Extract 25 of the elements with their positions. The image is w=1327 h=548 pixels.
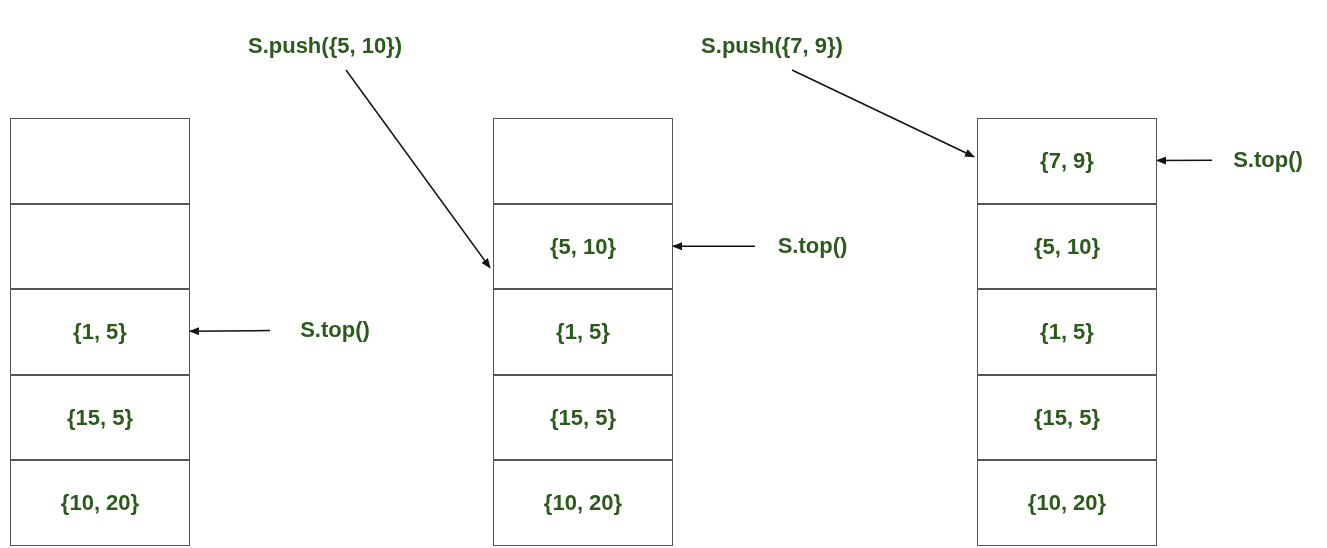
code-label: S.top() xyxy=(1212,138,1324,182)
stack-cell: {5, 10} xyxy=(493,204,673,289)
code-label: S.push({5, 10}) xyxy=(220,22,430,70)
code-label: S.top() xyxy=(270,308,400,352)
stack-cell: {1, 5} xyxy=(493,289,673,375)
stack-cell: {10, 20} xyxy=(977,460,1157,546)
stack-cell: {7, 9} xyxy=(977,118,1157,204)
empty-stack-cell xyxy=(10,118,190,204)
arrow xyxy=(791,69,975,158)
arrow xyxy=(345,69,491,269)
stack-cell: {10, 20} xyxy=(493,460,673,546)
empty-stack-cell xyxy=(493,118,673,204)
stack-cell: {1, 5} xyxy=(977,289,1157,375)
empty-stack-cell xyxy=(10,204,190,289)
stack-cell: {10, 20} xyxy=(10,460,190,546)
stack-cell: {15, 5} xyxy=(493,375,673,460)
stack-cell: {15, 5} xyxy=(977,375,1157,460)
arrow xyxy=(1156,156,1213,165)
code-label: S.top() xyxy=(755,224,870,268)
code-label: S.push({7, 9}) xyxy=(672,22,872,70)
arrow xyxy=(672,242,756,251)
arrow xyxy=(189,327,271,336)
stack-cell: {1, 5} xyxy=(10,289,190,375)
stack-cell: {5, 10} xyxy=(977,204,1157,289)
stack-cell: {15, 5} xyxy=(10,375,190,460)
